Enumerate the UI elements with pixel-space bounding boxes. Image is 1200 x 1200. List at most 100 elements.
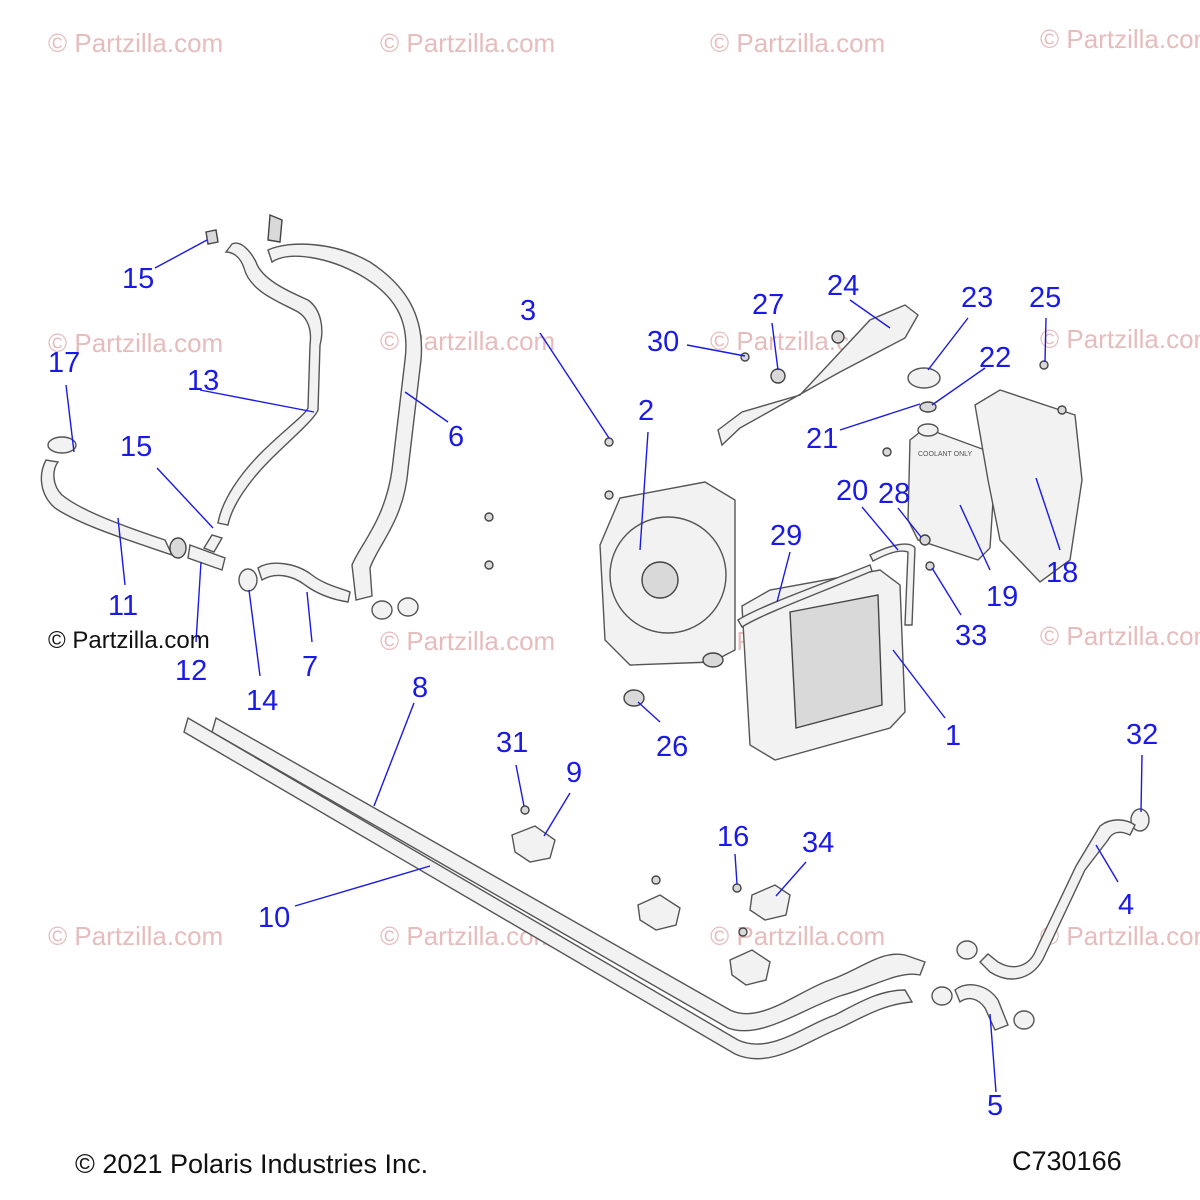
callout-32[interactable]: 32: [1126, 719, 1158, 751]
callout-12[interactable]: 12: [175, 655, 207, 687]
leader-4: [1095, 844, 1119, 883]
callout-10[interactable]: 10: [258, 902, 290, 934]
leader-10: [294, 865, 431, 907]
callout-34[interactable]: 34: [802, 827, 834, 859]
clamp-34[interactable]: [749, 884, 791, 921]
clamp-17[interactable]: [47, 436, 77, 454]
hose-clamp[interactable]: [371, 600, 393, 620]
hose-clamp[interactable]: [267, 213, 283, 243]
leader-23: [927, 317, 969, 371]
bushing-27[interactable]: [770, 368, 786, 384]
hose-clamp[interactable]: [956, 940, 978, 960]
screw[interactable]: [484, 512, 494, 522]
callout-29[interactable]: 29: [770, 520, 802, 552]
screw-25[interactable]: [1039, 360, 1049, 370]
fastener-28[interactable]: [919, 534, 931, 546]
callout-13[interactable]: 13: [187, 365, 219, 397]
callout-11[interactable]: 11: [108, 590, 138, 622]
callout-21[interactable]: 21: [806, 423, 838, 455]
callout-28[interactable]: 28: [878, 478, 910, 510]
screw[interactable]: [484, 560, 494, 570]
clamp-14[interactable]: [238, 568, 258, 592]
fan-hub[interactable]: [641, 561, 679, 599]
watermark: © Partzilla.com: [48, 921, 223, 951]
callout-25[interactable]: 25: [1029, 282, 1061, 314]
callout-14[interactable]: 14: [246, 685, 278, 717]
hose-clamp[interactable]: [1013, 1010, 1035, 1030]
hose-6[interactable]: [267, 243, 423, 601]
leader-19: [959, 504, 991, 571]
line-29[interactable]: [737, 564, 873, 628]
screw-30[interactable]: [740, 352, 750, 362]
hose-5[interactable]: [954, 984, 1009, 1031]
callout-8[interactable]: 8: [412, 672, 428, 704]
clip-9[interactable]: [511, 825, 556, 863]
leader-8: [373, 702, 415, 807]
clip[interactable]: [729, 949, 771, 986]
watermark: © Partzilla.com: [1040, 24, 1200, 54]
leader-6: [404, 391, 449, 423]
callout-31[interactable]: 31: [496, 727, 528, 759]
callout-5[interactable]: 5: [987, 1090, 1003, 1122]
screw-3[interactable]: [604, 437, 614, 447]
tube-10[interactable]: [183, 716, 914, 1060]
callout-27[interactable]: 27: [752, 289, 784, 321]
bushing[interactable]: [831, 330, 845, 344]
hose-11[interactable]: [40, 459, 174, 557]
leader-15a: [154, 239, 208, 269]
callout-4[interactable]: 4: [1118, 889, 1134, 921]
screw[interactable]: [738, 927, 748, 937]
callout-19[interactable]: 19: [986, 581, 1018, 613]
leader-lines: [65, 239, 1143, 1093]
hose-clamp[interactable]: [931, 986, 953, 1006]
callout-26[interactable]: 26: [656, 731, 688, 763]
leader-29: [776, 551, 791, 603]
clip[interactable]: [637, 894, 681, 931]
reservoir-19[interactable]: [907, 427, 996, 561]
callout-15[interactable]: 15: [120, 431, 152, 463]
callout-1[interactable]: 1: [945, 720, 961, 752]
screw[interactable]: [604, 490, 614, 500]
cap-23[interactable]: [907, 367, 941, 389]
callout-2[interactable]: 2: [638, 395, 654, 427]
callout-24[interactable]: 24: [827, 270, 859, 302]
line-20[interactable]: [869, 543, 916, 626]
hose-7[interactable]: [257, 562, 351, 603]
callout-17[interactable]: 17: [48, 347, 80, 379]
grommet-26[interactable]: [623, 689, 645, 707]
bracket-18[interactable]: [974, 389, 1083, 583]
hose-13[interactable]: [217, 242, 323, 526]
screw[interactable]: [882, 447, 892, 457]
screw[interactable]: [1057, 405, 1067, 415]
callout-18[interactable]: 18: [1046, 557, 1078, 589]
screw-31[interactable]: [520, 805, 530, 815]
leader-30: [686, 344, 746, 357]
filler-neck[interactable]: [917, 423, 939, 437]
reservoir-label: COOLANT ONLY: [918, 451, 973, 458]
grommet[interactable]: [702, 652, 724, 668]
callout-33[interactable]: 33: [955, 620, 987, 652]
screw-16[interactable]: [732, 883, 742, 893]
callout-7[interactable]: 7: [302, 651, 318, 683]
radiator-core[interactable]: [789, 594, 883, 729]
diagram-code: C730166: [1012, 1146, 1122, 1176]
callout-30[interactable]: 30: [647, 326, 679, 358]
clip-15-upper[interactable]: [205, 229, 219, 245]
tube-8[interactable]: [211, 716, 926, 1032]
callout-6[interactable]: 6: [448, 421, 464, 453]
tee-12[interactable]: [187, 534, 226, 571]
leader-20: [861, 506, 899, 551]
hose-4[interactable]: [979, 819, 1136, 980]
callout-20[interactable]: 20: [836, 475, 868, 507]
callout-3[interactable]: 3: [520, 295, 536, 327]
callout-23[interactable]: 23: [961, 282, 993, 314]
hose-clamp[interactable]: [397, 597, 419, 617]
bracket-24[interactable]: [717, 304, 919, 447]
callout-16[interactable]: 16: [717, 821, 749, 853]
callout-22[interactable]: 22: [979, 342, 1011, 374]
hose-clamp[interactable]: [169, 537, 187, 559]
screw[interactable]: [651, 875, 661, 885]
callout-15[interactable]: 15: [122, 263, 154, 295]
callout-9[interactable]: 9: [566, 757, 582, 789]
